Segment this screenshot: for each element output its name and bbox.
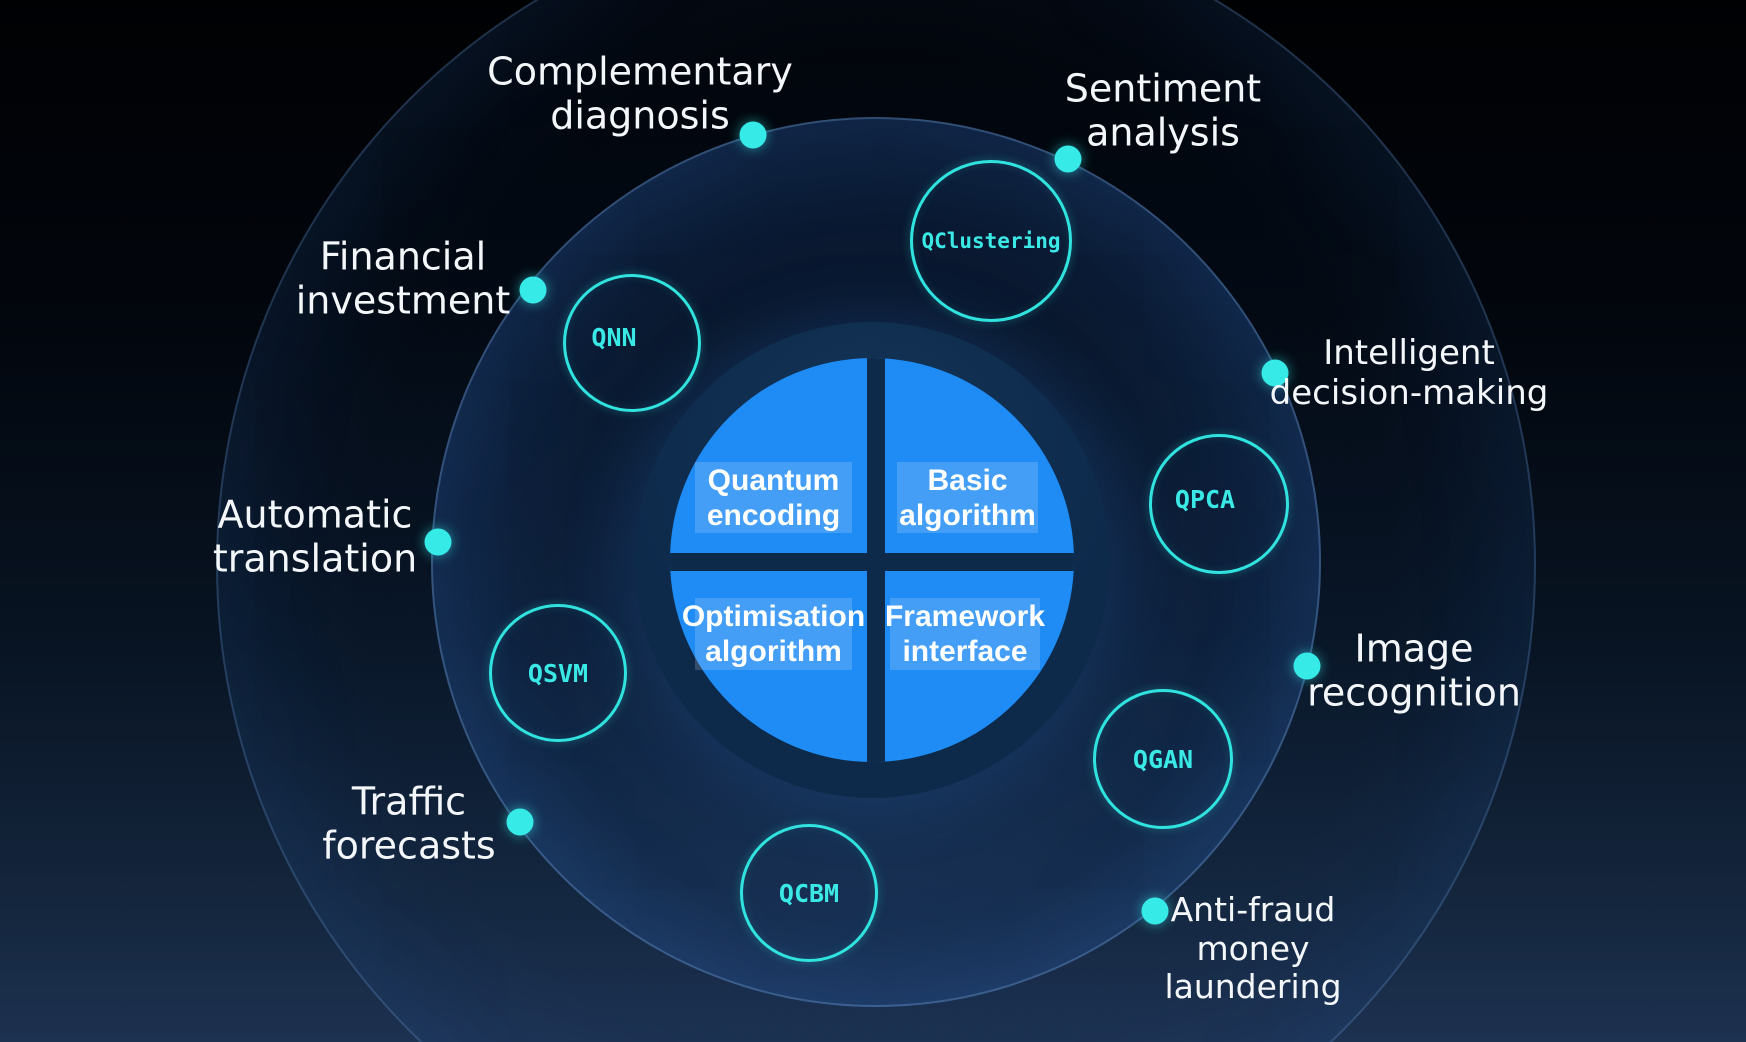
- quadrant-optimisation-algorithm: Optimisation algorithm: [682, 598, 865, 670]
- quadrant-label-line: interface: [902, 635, 1028, 668]
- application-label-line: Sentiment: [1064, 66, 1262, 111]
- core-divider-horizontal: [670, 553, 1074, 571]
- quadrant-basic-algorithm: Basic algorithm: [897, 462, 1038, 533]
- application-label-line: Anti-fraud: [1170, 890, 1336, 930]
- application-label-line: money: [1196, 928, 1310, 968]
- algorithm-label-qgan: QGAN: [1132, 744, 1194, 774]
- algorithm-node-qnn: QNN: [563, 274, 701, 412]
- algorithm-label-qsvm: QSVM: [527, 658, 589, 688]
- quadrant-label-line: encoding: [706, 498, 841, 532]
- algorithm-label-qcbm: QCBM: [778, 878, 840, 908]
- quadrant-framework-interface: Framework interface: [885, 598, 1045, 670]
- quadrant-label-line: Quantum: [707, 463, 840, 497]
- application-label-line: recognition: [1307, 671, 1521, 715]
- algorithm-label-qnn: QNN: [591, 322, 637, 352]
- application-label-line: translation: [212, 537, 418, 581]
- quadrant-label-line: Basic: [927, 463, 1008, 497]
- application-dot-financial-investment: [519, 276, 547, 304]
- application-label-line: forecasts: [322, 824, 496, 868]
- application-label-line: investment: [295, 279, 511, 323]
- quadrant-label-line: Framework: [884, 600, 1046, 633]
- application-label-line: decision-making: [1269, 373, 1549, 413]
- application-label-line: laundering: [1164, 967, 1342, 1007]
- core-circle: [670, 358, 1074, 762]
- algorithm-node-qpca: QPCA: [1149, 434, 1289, 574]
- application-label-line: Traffic: [351, 779, 467, 824]
- quadrant-label-line: algorithm: [899, 498, 1036, 532]
- algorithm-node-qsvm: QSVM: [489, 604, 627, 742]
- quadrant-label-line: Optimisation: [681, 600, 866, 633]
- application-dot-image-recognition: [1293, 652, 1321, 680]
- application-label-line: analysis: [1086, 111, 1240, 155]
- application-dot-sentiment-analysis: [1054, 145, 1082, 173]
- application-label-line: Intelligent: [1323, 333, 1495, 374]
- application-label-line: Image: [1354, 626, 1474, 671]
- application-label-line: Automatic: [217, 492, 413, 537]
- algorithm-node-qclustering: QClustering: [910, 160, 1072, 322]
- application-label-line: Financial: [319, 234, 487, 279]
- application-label-line: diagnosis: [550, 94, 730, 138]
- application-label-line: Complementary: [487, 49, 793, 94]
- algorithm-label-qpca: QPCA: [1174, 484, 1236, 514]
- algorithm-label-qclustering: QClustering: [921, 229, 1061, 253]
- application-dot-anti-fraud-money-laundering: [1141, 897, 1169, 925]
- application-dot-automatic-translation: [424, 528, 452, 556]
- algorithm-node-qcbm: QCBM: [740, 824, 878, 962]
- quadrant-label-line: algorithm: [705, 635, 842, 668]
- application-dot-intelligent-decision-making: [1261, 359, 1289, 387]
- application-dot-complementary-diagnosis: [739, 121, 767, 149]
- algorithm-node-qgan: QGAN: [1093, 689, 1233, 829]
- quadrant-quantum-encoding: Quantum encoding: [695, 462, 852, 533]
- application-dot-traffic-forecasts: [506, 808, 534, 836]
